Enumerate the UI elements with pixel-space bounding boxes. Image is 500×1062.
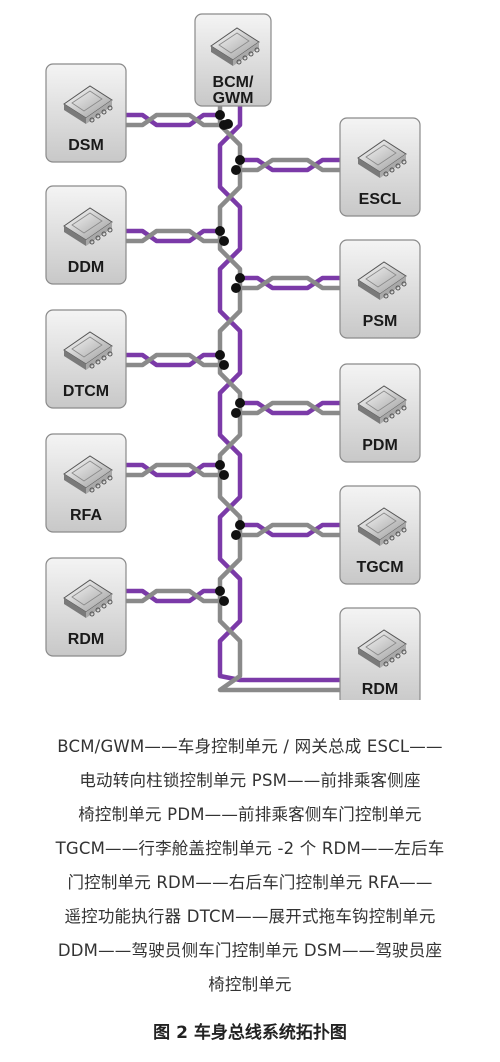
bus-junction-dot (223, 119, 233, 129)
bus-branch-purple (126, 112, 220, 128)
bus-branch-gray (240, 157, 340, 173)
bus-junction-dot (219, 596, 229, 606)
dtcm-label: DTCM (63, 383, 109, 400)
bus-junction-dot (219, 236, 229, 246)
figure-title: 图 2 车身总线系统拓扑图 (153, 1023, 347, 1043)
bus-branch-purple (240, 157, 340, 173)
bus-junction-dot (231, 408, 241, 418)
rdm-left-label: RDM (68, 631, 104, 648)
node-rfa: RFA (45, 433, 127, 533)
bus-junction-dot (215, 586, 225, 596)
caption-line: 电动转向柱锁控制单元 PSM——前排乘客侧座 (79, 771, 421, 790)
node-dtcm: DTCM (45, 309, 127, 409)
bus-junction-dot (215, 110, 225, 120)
bus-branch-purple (240, 522, 340, 538)
bus-junction-dot (231, 283, 241, 293)
node-rdm-right: RDM (339, 607, 421, 700)
tgcm-label: TGCM (356, 559, 403, 576)
node-escl: ESCL (339, 117, 421, 217)
bus-branch-gray (240, 275, 340, 291)
bus-junction-dot (215, 226, 225, 236)
node-bcm-gwm: BCM/ GWM (194, 13, 272, 107)
bus-junction-dot (235, 398, 245, 408)
bus-junction-dot (235, 520, 245, 530)
bus-branch-gray (126, 112, 220, 128)
ddm-label: DDM (68, 259, 104, 276)
pdm-label: PDM (362, 437, 398, 454)
bus-junction-dot (219, 470, 229, 480)
bus-branch-gray (240, 400, 340, 416)
bus-branch-gray (126, 462, 220, 478)
node-ddm: DDM (45, 185, 127, 285)
bus-branch-gray (126, 228, 220, 244)
caption-line: DDM——驾驶员侧车门控制单元 DSM——驾驶员座 (57, 941, 443, 960)
bus-junctions (215, 110, 245, 606)
node-tgcm: TGCM (339, 485, 421, 585)
topology-diagram: BCM/ GWM DSM DDM DTCM RFA RDM ESCL PSM (45, 13, 421, 700)
dsm-label: DSM (68, 137, 104, 154)
bus-branch-purple (240, 275, 340, 291)
escl-label: ESCL (359, 191, 402, 208)
caption-line: 门控制单元 RDM——右后车门控制单元 RFA—— (67, 873, 433, 892)
bcm-label-line1: BCM/ (213, 74, 254, 91)
bus-branch-gray (126, 352, 220, 368)
bus-junction-dot (231, 530, 241, 540)
bus-junction-dot (235, 155, 245, 165)
bus-wires (126, 104, 340, 693)
caption-line: 椅控制单元 (208, 975, 292, 994)
bus-branch-purple (126, 588, 220, 604)
caption-line: TGCM——行李舱盖控制单元 -2 个 RDM——左后车 (55, 839, 445, 858)
caption-line: 椅控制单元 PDM——前排乘客侧车门控制单元 (78, 805, 422, 824)
bus-branch-purple (126, 352, 220, 368)
bus-junction-dot (215, 350, 225, 360)
rdm-right-label: RDM (362, 681, 398, 698)
bus-junction-dot (231, 165, 241, 175)
caption-line: 遥控功能执行器 DTCM——展开式拖车钩控制单元 (64, 907, 436, 926)
bus-branch-purple (126, 228, 220, 244)
bus-branch-gray (126, 588, 220, 604)
psm-label: PSM (363, 313, 398, 330)
rfa-label: RFA (70, 507, 102, 524)
node-dsm: DSM (45, 63, 127, 163)
bus-junction-dot (215, 460, 225, 470)
diagram-caption: BCM/GWM——车身控制单元 / 网关总成 ESCL—— 电动转向柱锁控制单元… (8, 730, 492, 1002)
bus-junction-dot (235, 273, 245, 283)
bus-junction-dot (219, 360, 229, 370)
node-rdm-left: RDM (45, 557, 127, 657)
bus-branch-purple (126, 462, 220, 478)
node-pdm: PDM (339, 363, 421, 463)
bus-branch-gray (240, 522, 340, 538)
node-psm: PSM (339, 239, 421, 339)
caption-line: BCM/GWM——车身控制单元 / 网关总成 ESCL—— (57, 737, 443, 756)
bus-branch-purple (240, 400, 340, 416)
bus-trunk-purple (217, 104, 340, 683)
bcm-label-line2: GWM (213, 90, 254, 107)
